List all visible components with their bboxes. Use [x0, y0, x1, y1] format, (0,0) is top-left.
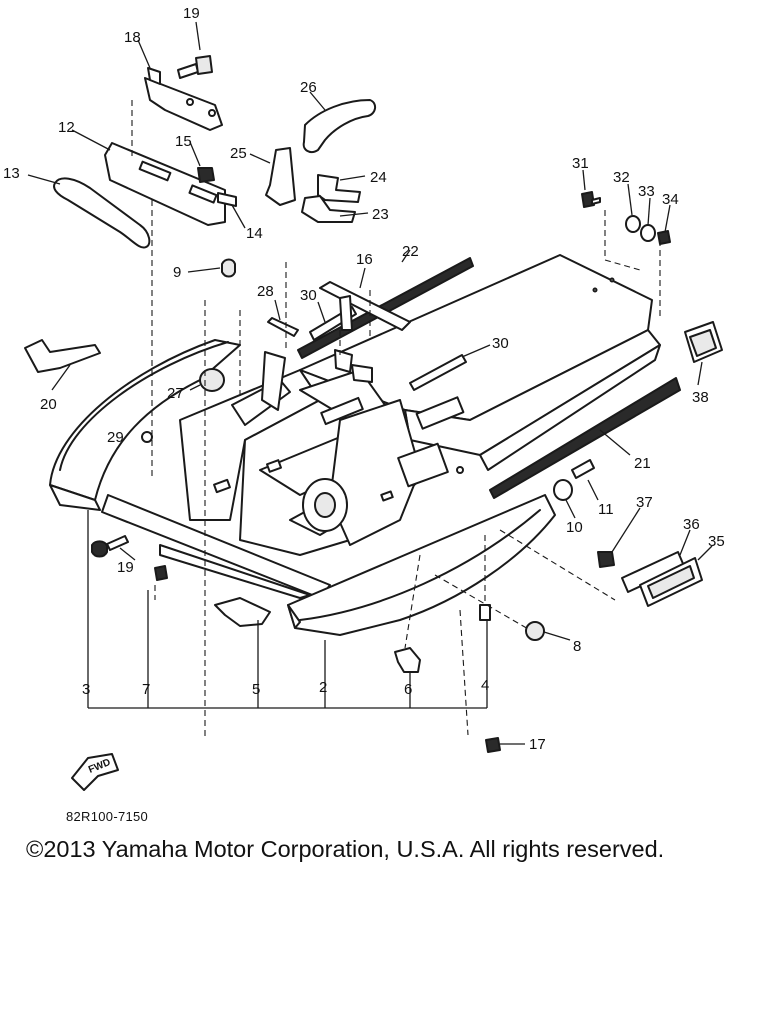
callout-37: 37 [636, 494, 653, 511]
callout-9: 9 [173, 264, 181, 281]
callout-21: 21 [634, 455, 651, 472]
plug-9 [221, 258, 236, 278]
callout-30-lower: 30 [492, 335, 509, 352]
mounting-plate-12 [104, 142, 226, 226]
t-handle-16 [319, 281, 411, 331]
callout-17: 17 [529, 736, 546, 753]
callout-33: 33 [638, 183, 655, 200]
callout-36: 36 [683, 516, 700, 533]
callout-labels: 19 18 12 13 15 14 26 25 24 23 9 20 28 30… [3, 5, 725, 753]
callout-25: 25 [230, 145, 247, 162]
callout-14: 14 [246, 225, 263, 242]
bracket-25 [265, 147, 296, 206]
callout-35: 35 [708, 533, 725, 550]
callout-15: 15 [175, 133, 192, 150]
main-frame-part [179, 254, 661, 556]
grab-handle-13 [53, 177, 151, 249]
nut-37 [597, 551, 615, 568]
fwd-arrow-icon: FWD [71, 753, 119, 791]
plug-7 [154, 565, 168, 581]
callout-26: 26 [300, 79, 317, 96]
callout-2: 2 [319, 679, 327, 696]
callout-27: 27 [167, 385, 184, 402]
callout-16: 16 [356, 251, 373, 268]
pin-28 [267, 317, 299, 337]
bolt-19-top [177, 55, 213, 79]
copyright-notice: ©2013 Yamaha Motor Corporation, U.S.A. A… [26, 836, 665, 862]
plate-35 [639, 557, 703, 607]
front-lower-cowl-3 [49, 339, 331, 599]
tunnel-strip-22 [297, 257, 474, 359]
nut-15 [197, 167, 215, 183]
clamp-6 [394, 647, 421, 673]
bolt-19-lower [91, 535, 129, 558]
callout-19-top: 19 [183, 5, 200, 22]
side-trim-strip-21 [489, 377, 681, 499]
nut-17 [485, 737, 501, 753]
bracket-5 [214, 597, 271, 627]
callout-7: 7 [142, 681, 150, 698]
callout-32: 32 [613, 169, 630, 186]
callout-31: 31 [572, 155, 589, 172]
callout-20: 20 [40, 396, 57, 413]
grommet-27 [199, 368, 225, 392]
callout-18: 18 [124, 29, 141, 46]
callout-8: 8 [573, 638, 581, 655]
callout-3: 3 [82, 681, 90, 698]
diagram-code: 82R100-7150 [66, 809, 149, 824]
callout-6: 6 [404, 681, 412, 698]
callout-11: 11 [598, 501, 614, 518]
plug-8 [525, 621, 545, 641]
reflector-38 [684, 321, 723, 363]
assembly-dash-lines [131, 100, 661, 740]
callout-29: 29 [107, 429, 124, 446]
callout-38: 38 [692, 389, 709, 406]
group-bracket-line [87, 510, 488, 709]
bracket-18 [144, 67, 223, 131]
bushing-4 [479, 604, 491, 621]
label-14 [217, 192, 237, 207]
callout-12: 12 [58, 119, 75, 136]
callout-24: 24 [370, 169, 387, 186]
callout-19-lower: 19 [117, 559, 134, 576]
callout-13: 13 [3, 165, 20, 182]
bolt-31 [581, 191, 601, 208]
callout-23: 23 [372, 206, 389, 223]
washer-32 [625, 215, 641, 233]
grommet-10 [553, 479, 573, 501]
nut-29 [141, 431, 153, 443]
lower-body-panel-2 [287, 494, 556, 636]
callout-30-upper: 30 [300, 287, 317, 304]
rod-30-lower [409, 354, 467, 391]
grab-handle-26 [302, 99, 376, 153]
washer-33 [640, 224, 656, 242]
callout-22: 22 [402, 243, 419, 260]
bracket-24 [317, 174, 361, 203]
callout-28: 28 [257, 283, 274, 300]
callout-34: 34 [662, 191, 679, 208]
bolt-11 [571, 459, 595, 479]
bracket-20 [24, 339, 101, 373]
callout-10: 10 [566, 519, 583, 536]
callout-5: 5 [252, 681, 260, 698]
callout-4: 4 [481, 677, 489, 694]
leader-lines [27, 21, 713, 745]
